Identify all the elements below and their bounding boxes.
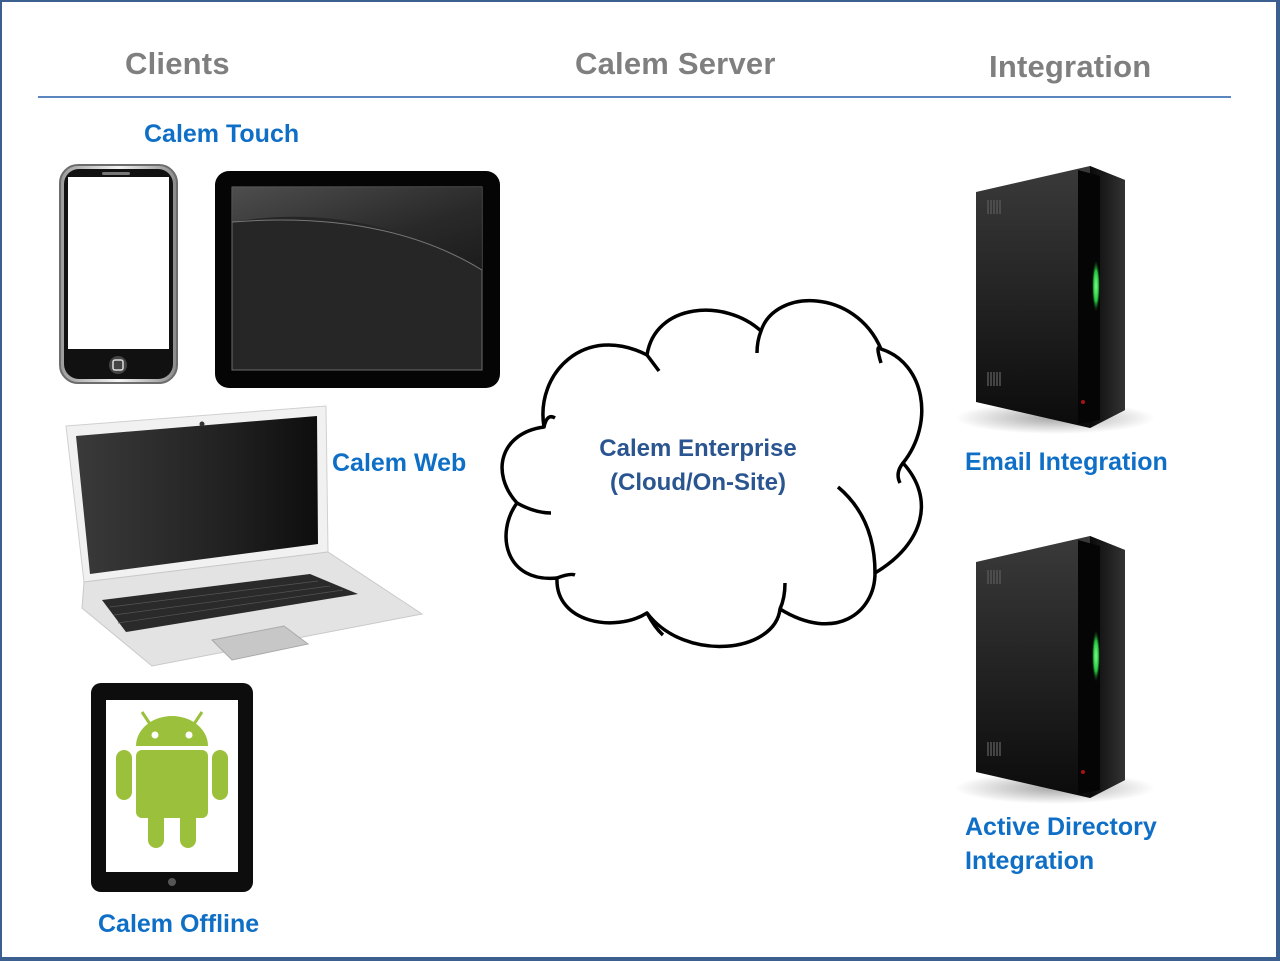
cloud-label-line1: Calem Enterprise bbox=[599, 435, 797, 462]
android-logo-icon bbox=[116, 711, 228, 848]
active-directory-server-icon bbox=[955, 536, 1155, 804]
android-tablet-icon bbox=[91, 683, 253, 892]
cloud-label: Calem Enterprise (Cloud/On-Site) bbox=[560, 432, 836, 500]
label-active-directory-line1: Active Directory bbox=[965, 813, 1157, 841]
label-calem-touch: Calem Touch bbox=[144, 120, 300, 148]
laptop-icon bbox=[65, 405, 424, 667]
heading-clients: Clients bbox=[125, 46, 230, 81]
label-email-integration: Email Integration bbox=[965, 448, 1168, 476]
header-divider bbox=[38, 96, 1231, 98]
heading-calem-server: Calem Server bbox=[575, 46, 776, 81]
label-active-directory-integration: Active Directory Integration bbox=[965, 810, 1157, 878]
cloud-label-line2: (Cloud/On-Site) bbox=[610, 469, 786, 496]
label-calem-offline: Calem Offline bbox=[98, 910, 260, 938]
heading-integration: Integration bbox=[989, 49, 1152, 84]
smartphone-icon bbox=[59, 164, 178, 384]
cloud-icon bbox=[500, 299, 924, 649]
label-active-directory-line2: Integration bbox=[965, 847, 1095, 875]
email-server-icon bbox=[955, 166, 1155, 434]
label-calem-web: Calem Web bbox=[332, 449, 467, 477]
tablet-icon bbox=[215, 171, 500, 388]
